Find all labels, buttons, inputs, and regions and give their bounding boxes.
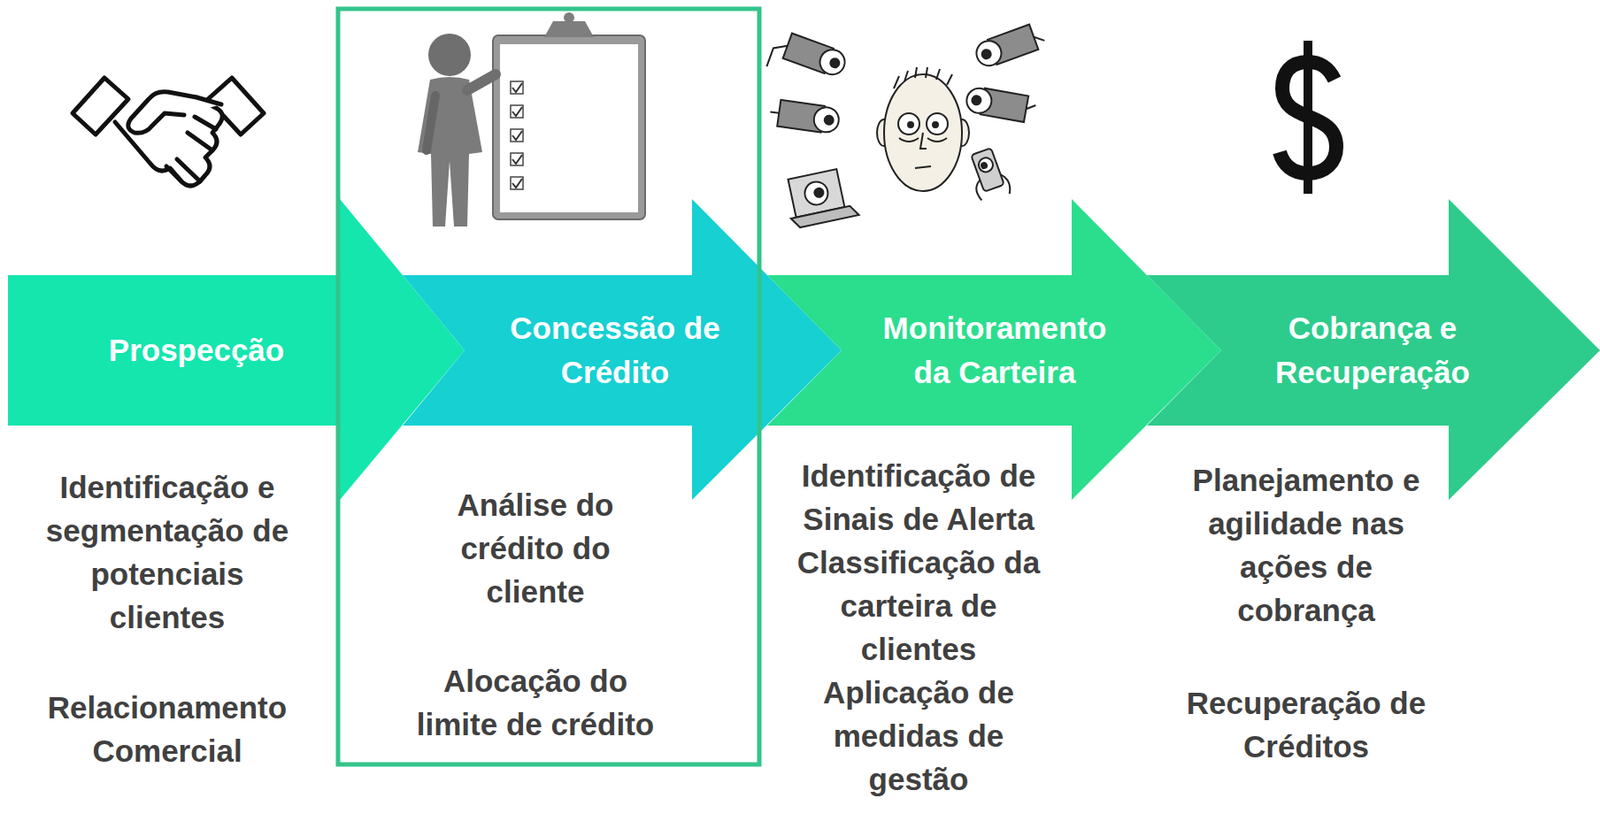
stage-description: Aplicação de medidas de gestão — [790, 670, 1047, 801]
surveillance-cartoon — [766, 21, 1047, 230]
process-arrow: ProspecçãoIdentificação e segmentação de… — [7, 199, 465, 819]
arrow-fill — [402, 199, 842, 500]
checklist-figure-part — [500, 44, 639, 213]
process-arrow: Monitoramento da CarteiraIdentificação d… — [767, 199, 1222, 819]
surveillance-cartoon-part-part — [973, 37, 1006, 70]
stage-description: Recuperação de Créditos — [1177, 681, 1435, 769]
surveillance-cartoon-part-part — [1026, 103, 1037, 111]
surveillance-cartoon-part — [972, 21, 1047, 70]
surveillance-cartoon-part — [766, 29, 848, 92]
checklist-figure-part — [428, 33, 471, 77]
highlight-frame — [338, 8, 760, 765]
checklist-figure-part — [512, 83, 523, 188]
checklist-figure-part — [563, 12, 575, 24]
surveillance-cartoon-part — [899, 138, 947, 142]
checklist-figure-part-part — [510, 81, 524, 94]
checklist-figure-part-part — [512, 130, 523, 140]
surveillance-cartoon-part-part — [816, 46, 849, 78]
surveillance-cartoon-part-part — [980, 48, 993, 61]
surveillance-cartoon-part-part — [802, 179, 831, 208]
surveillance-cartoon-part — [920, 132, 927, 149]
stage-description: Relacionamento Comercial — [38, 685, 296, 773]
arrow-fill — [1146, 199, 1600, 500]
surveillance-cartoon-part-part — [1033, 33, 1045, 44]
stage-title: Monitoramento da Carteira — [866, 306, 1124, 395]
handshake-icon — [72, 77, 264, 186]
checklist-figure-part-part — [512, 107, 523, 116]
checklist-figure-part-part — [510, 153, 524, 166]
checklist-figure-part — [467, 74, 496, 91]
arrow-fill — [7, 199, 465, 500]
checklist-figure-part — [510, 81, 524, 190]
surveillance-cartoon-part — [768, 99, 840, 136]
dollar-icon-part — [1279, 61, 1337, 174]
checklist-figure-part-part — [510, 129, 524, 142]
surveillance-cartoon-part-part — [766, 41, 787, 71]
checklist-figure-part-part — [512, 83, 523, 93]
surveillance-cartoon-part — [915, 166, 931, 169]
stage-description: Análise do crédito do cliente — [410, 483, 661, 614]
surveillance-cartoon-part — [783, 166, 860, 230]
arrow-shape — [1146, 199, 1600, 500]
surveillance-cartoon-part-part — [829, 57, 841, 70]
stage-description: Identificação de Sinais de Alerta — [790, 453, 1047, 541]
dollar-icon — [1279, 40, 1337, 194]
surveillance-cartoon-part — [898, 113, 920, 135]
checklist-figure-part-part — [512, 178, 523, 188]
handshake-icon-part — [128, 92, 222, 134]
surveillance-cartoon-part-part — [812, 106, 841, 135]
surveillance-cartoon-part — [926, 113, 948, 135]
surveillance-cartoon-part-part — [973, 171, 1013, 205]
surveillance-cartoon-part — [884, 74, 962, 192]
stage-title: Cobrança e Recuperação — [1248, 306, 1497, 395]
handshake-icon-part — [166, 116, 216, 182]
surveillance-cartoon-part — [907, 122, 914, 128]
surveillance-cartoon-part-part — [823, 115, 834, 125]
surveillance-cartoon-part-part — [980, 161, 988, 170]
surveillance-cartoon-part — [932, 122, 939, 128]
process-arrow: Concessão de CréditoAnálise do crédito d… — [402, 199, 842, 819]
checklist-figure-part — [417, 76, 483, 227]
process-arrow: Cobrança e RecuperaçãoPlanejamento e agi… — [1146, 199, 1600, 819]
checklist-figure-part — [544, 21, 594, 38]
checklist-figure — [417, 12, 646, 227]
surveillance-cartoon-part — [893, 67, 953, 89]
surveillance-cartoon-part — [964, 146, 1013, 204]
stage-description: Planejamento e agilidade nas ações de co… — [1177, 458, 1435, 632]
surveillance-cartoon-part-part — [769, 111, 779, 113]
checklist-figure-part-part — [510, 176, 524, 190]
stage-title: Prospecção — [63, 328, 330, 373]
checklist-figure-part — [426, 95, 436, 151]
arrow-shape — [402, 199, 842, 500]
surveillance-cartoon-part-part — [964, 86, 993, 116]
arrow-fill — [767, 199, 1222, 500]
stage-description: Alocação do limite de crédito — [410, 659, 661, 747]
stage-description: Classificação da carteira de clientes — [790, 540, 1047, 671]
stage-title: Concessão de Crédito — [499, 306, 731, 395]
surveillance-cartoon-part-part — [791, 204, 860, 230]
surveillance-cartoon-part — [964, 85, 1038, 124]
checklist-figure-part-part — [512, 154, 523, 164]
checklist-figure-part-part — [510, 105, 524, 118]
surveillance-cartoon-part-part — [971, 95, 983, 107]
surveillance-cartoon-part-part — [976, 155, 996, 175]
checklist-figure-part — [492, 35, 646, 220]
stage-description: Identificação e segmentação de potenciai… — [38, 465, 296, 639]
surveillance-cartoon-part-part — [813, 187, 824, 199]
arrow-shape — [767, 199, 1222, 500]
